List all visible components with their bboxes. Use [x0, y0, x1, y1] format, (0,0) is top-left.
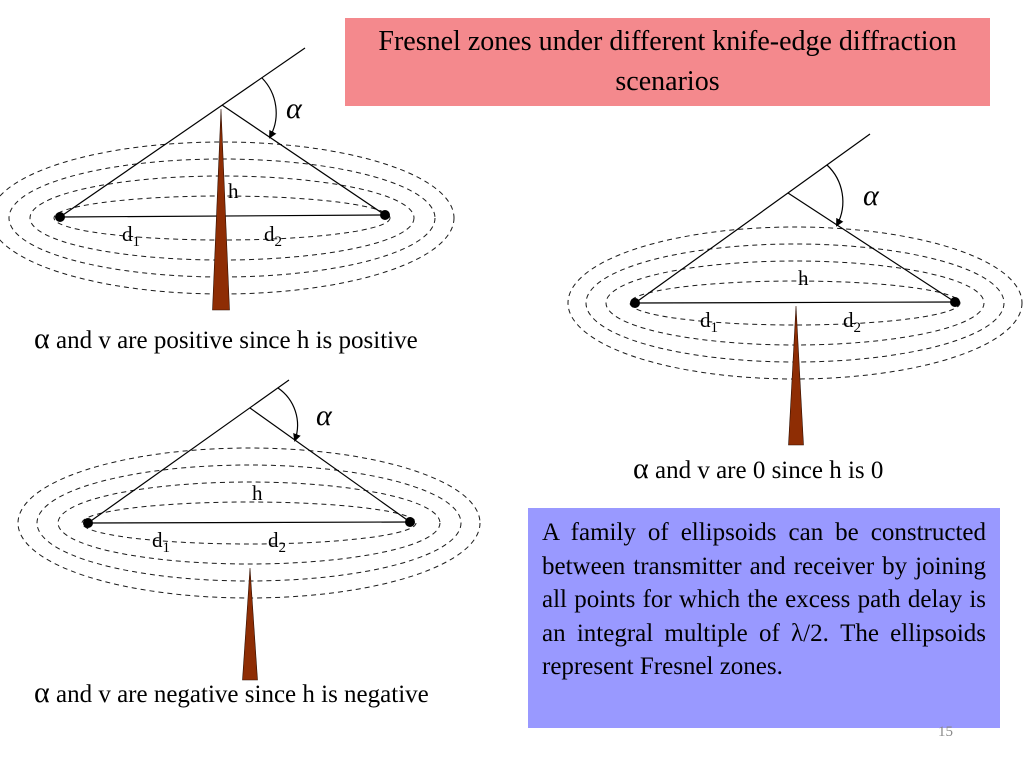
angle-arc	[277, 387, 301, 442]
fresnel-ellipse	[0, 141, 455, 295]
caption-positive-h: α and v are positive since h is positive	[34, 322, 418, 356]
diagram-positive-h: α h d1 d2	[0, 47, 455, 311]
alpha-label: α	[863, 179, 880, 212]
d1-base: d	[122, 222, 133, 246]
caption-negative-h: α and v are negative since h is negative	[34, 676, 429, 710]
d2-subscript: 2	[275, 234, 283, 250]
ray-rx	[249, 407, 411, 523]
d1-label: d1	[700, 308, 718, 336]
alpha-symbol: α	[34, 676, 50, 709]
page-number: 15	[938, 724, 953, 740]
d2-subscript: 2	[279, 540, 287, 556]
alpha-label: α	[286, 92, 303, 125]
info-box: A family of ellipsoids can be constructe…	[528, 508, 1000, 728]
d1-label: d1	[152, 528, 170, 556]
d1-subscript: 1	[711, 320, 719, 336]
fresnel-ellipse	[29, 175, 415, 261]
knife-edge	[212, 108, 230, 311]
h-label: h	[798, 266, 809, 290]
ray-tx-extension	[59, 47, 306, 218]
diagram-negative-h: α h d1 d2	[17, 379, 481, 681]
info-text: A family of ellipsoids can be constructe…	[542, 519, 986, 680]
d2-base: d	[268, 528, 279, 552]
d2-base: d	[843, 308, 854, 332]
caption-text: and v are positive since h is positive	[49, 327, 418, 354]
slide-title: Fresnel zones under different knife-edge…	[378, 26, 957, 97]
d2-base: d	[264, 222, 275, 246]
los-line	[87, 521, 411, 524]
receiver-dot	[950, 297, 960, 307]
d2-label: d2	[268, 528, 286, 556]
d2-label: d2	[843, 308, 861, 336]
receiver-dot	[405, 517, 415, 527]
los-line	[634, 301, 956, 304]
d1-base: d	[700, 308, 711, 332]
caption-text: and v are negative since h is negative	[49, 681, 429, 708]
caption-zero-h: α and v are 0 since h is 0	[633, 452, 883, 486]
d2-label: d2	[264, 222, 282, 250]
d1-label: d1	[122, 222, 140, 250]
d1-subscript: 1	[163, 540, 171, 556]
knife-edge	[242, 567, 258, 681]
knife-edge	[788, 305, 804, 446]
ray-tx-extension	[87, 379, 290, 524]
alpha-label: α	[316, 399, 333, 432]
ray-tx-extension	[634, 133, 871, 304]
fresnel-ellipse	[629, 280, 961, 326]
title-banner: Fresnel zones under different knife-edge…	[345, 18, 990, 106]
fresnel-ellipse	[57, 481, 441, 565]
transmitter-dot	[83, 518, 93, 528]
ray-rx	[221, 104, 386, 216]
caption-text: and v are 0 since h is 0	[648, 457, 884, 484]
fresnel-ellipse	[81, 501, 417, 545]
receiver-dot	[380, 210, 390, 220]
h-label: h	[252, 481, 263, 505]
d1-subscript: 1	[133, 234, 141, 250]
d2-subscript: 2	[854, 320, 862, 336]
h-label: h	[228, 179, 239, 203]
ray-rx	[787, 192, 956, 303]
transmitter-dot	[55, 212, 65, 222]
angle-arc	[261, 77, 277, 139]
alpha-symbol: α	[633, 452, 649, 485]
alpha-symbol: α	[34, 322, 50, 355]
diagram-zero-h: α h d1 d2	[567, 133, 1023, 446]
d1-base: d	[152, 528, 163, 552]
angle-arc	[826, 164, 844, 227]
transmitter-dot	[630, 298, 640, 308]
